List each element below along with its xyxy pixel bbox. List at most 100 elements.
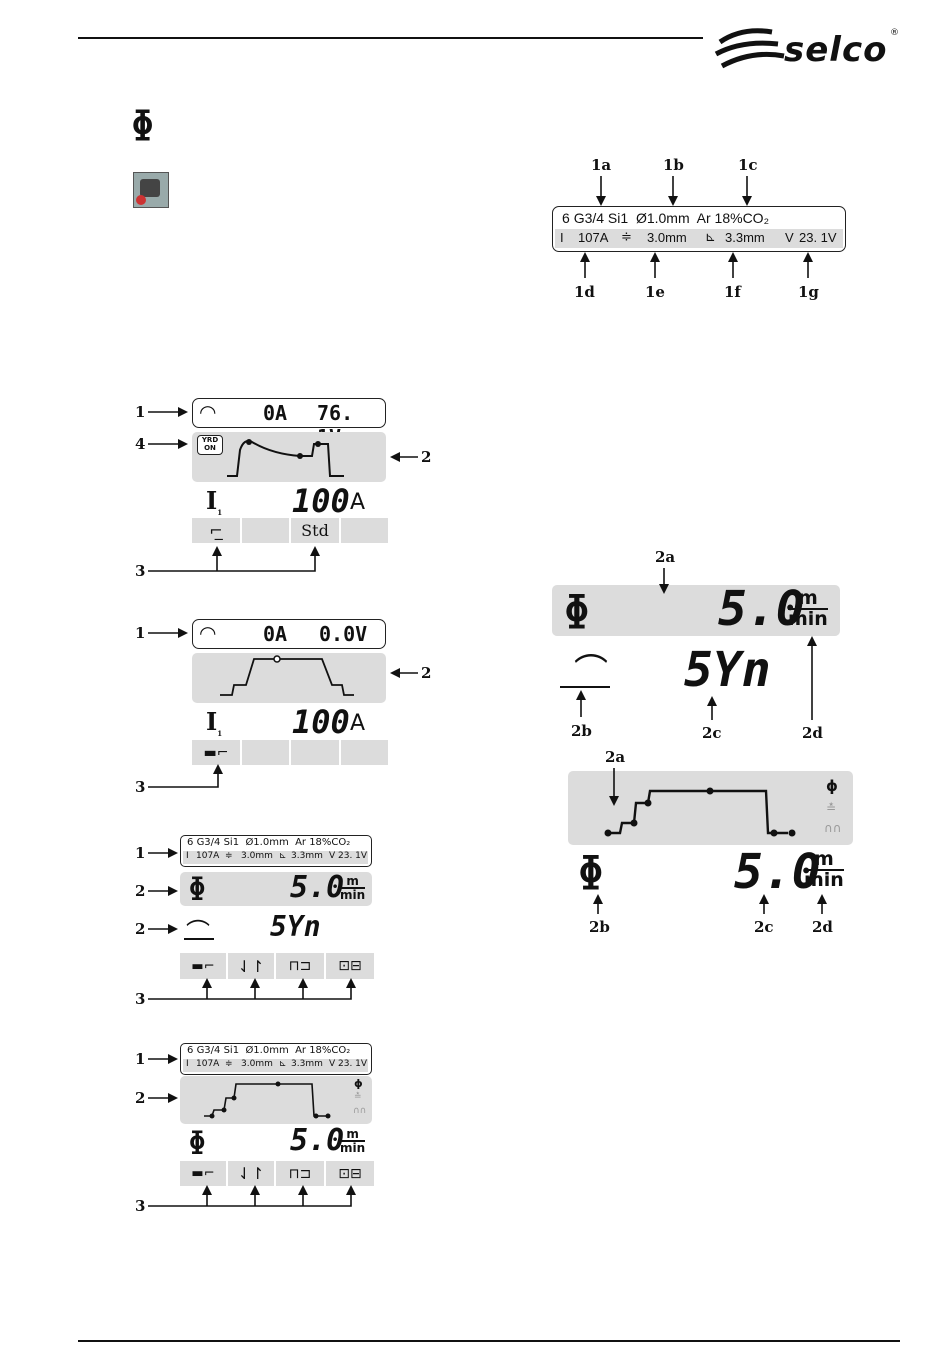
up-down-icon: ⇃↾ (237, 1164, 265, 1183)
program-icon: ⊓⊐ (288, 958, 312, 974)
welding-machine-icon (133, 172, 169, 208)
screen-b-waveform (220, 655, 354, 696)
screen-d-speed: 5.0 (290, 1123, 345, 1158)
softkey-torch[interactable]: ▬⌐ (180, 1161, 228, 1186)
softkey-updown[interactable]: ⇃↾ (228, 953, 276, 979)
screen-d-graph-panel: ɸ ≛ ∩∩ (180, 1076, 372, 1124)
yrd-on-text: ON (204, 444, 216, 452)
softkey-empty-2[interactable] (291, 740, 341, 765)
screen-b-value: 100 (292, 703, 350, 741)
screen-b-volts: 0.0V (319, 622, 368, 646)
current-label: I (186, 851, 189, 861)
brand-name: selco (784, 30, 888, 70)
current-label: I (186, 1059, 189, 1069)
softkey-setup[interactable]: ⊓⊐ (276, 1161, 326, 1186)
label-1: 1 (135, 624, 146, 642)
screen-a-status-bar: ◠ 0A 76. 1V (192, 398, 386, 449)
screen-a-i-label: I1 (206, 486, 223, 517)
label-1e: 1e (645, 283, 665, 301)
program-icon: ⊓⊐ (288, 1165, 312, 1182)
label-2b: 2b (571, 722, 592, 740)
screen-c-detail-bar: 6 G3/4 Si1 Ø1.0mm Ar 18%CO₂ I 107A ≑ 3.0… (180, 835, 372, 867)
wire-type: G3/4 Si1 (573, 210, 629, 226)
label-1a: 1a (591, 156, 612, 174)
voltage-value: 23. 1V (799, 230, 837, 245)
current-value: 107A (196, 851, 220, 861)
zoom-bottom-speed: 5.0 (734, 844, 821, 900)
yrd-text: YRD (201, 436, 219, 444)
screen-a-softkeys: ⌐̲ Std (192, 518, 388, 543)
header-rule (78, 37, 703, 39)
wire-type: G3/4 Si1 (196, 1045, 240, 1056)
label-2b: 2b (589, 918, 610, 936)
label-3: 3 (135, 1197, 146, 1215)
screen-a-value: 100 (292, 482, 350, 520)
fillet-value: 3.3mm (725, 230, 765, 245)
meter-icon: ◠ (199, 400, 217, 424)
label-2c: 2c (702, 724, 722, 742)
wire-diameter: Ø1.0mm (635, 210, 690, 226)
screen-b-graph-panel (192, 653, 386, 703)
label-1g: 1g (798, 283, 819, 301)
softkey-empty-1[interactable] (242, 740, 291, 765)
fillet-icon: ⊾ (279, 1059, 287, 1069)
softkey-memory[interactable]: ⊡⊟ (326, 1161, 374, 1186)
registered-mark: ® (890, 28, 899, 38)
label-2d: 2d (812, 918, 833, 936)
screen-c-mode-row: ⌒ 5Yn (180, 910, 372, 946)
fillet-value: 3.3mm (291, 1059, 323, 1069)
fillet-icon: ⊾ (705, 229, 716, 244)
screen-b-amps: 0A (263, 622, 288, 646)
label-4: 4 (135, 435, 146, 453)
screen-a-amps: 0A (263, 401, 288, 425)
voltage-label: V (329, 851, 336, 861)
gas-mix: Ar 18%CO₂ (295, 837, 351, 848)
wire-diameter: Ø1.0mm (245, 1045, 289, 1056)
label-2: 2 (135, 1089, 146, 1107)
label-2a: 2a (655, 548, 676, 566)
label-1c: 1c (738, 156, 758, 174)
screen-a-param-row: I1 100 A (192, 482, 386, 520)
wire-feed-icon: ɸ (133, 104, 153, 142)
screen-c-line-1: 6 G3/4 Si1 Ø1.0mm Ar 18%CO₂ (187, 837, 350, 848)
label-2d: 2d (802, 724, 823, 742)
wire-feed-icon: ɸ (566, 589, 588, 630)
softkey-torch[interactable]: ⌐̲ (192, 518, 242, 543)
screen-c-speed: 5.0 (290, 870, 345, 905)
softkey-std[interactable]: Std (291, 518, 341, 543)
zoom-bottom-graph-panel: ɸ ≛ ∩∩ (568, 771, 853, 845)
softkey-updown[interactable]: ⇃↾ (228, 1161, 276, 1186)
label-2c: 2c (754, 918, 774, 936)
current-label: I (560, 230, 564, 245)
voltage-label: V (329, 1059, 336, 1069)
softkey-torch[interactable]: ▬⌐ (192, 740, 242, 765)
program-number: 6 (562, 210, 570, 226)
softkey-empty-2[interactable] (341, 518, 388, 543)
softkey-empty-1[interactable] (242, 518, 291, 543)
wire-feed-mini-icon: ɸ (826, 777, 838, 795)
zoom-top-mode-row: ⌒ 5Yn (552, 640, 840, 700)
selco-logo: selco ® (712, 22, 902, 72)
softkey-memory[interactable]: ⊡⊟ (326, 953, 374, 979)
gas-mix: Ar 18%CO₂ (696, 210, 770, 226)
softkey-setup[interactable]: ⊓⊐ (276, 953, 326, 979)
arc-mini-icon: ∩∩ (824, 821, 842, 835)
screen-b-i-label: I1 (206, 707, 223, 738)
thickness-value: 3.0mm (241, 851, 273, 861)
program-number: 6 (187, 1045, 194, 1056)
amp-mini-icon: ≛ (826, 801, 837, 815)
up-down-icon: ⇃↾ (237, 956, 265, 976)
detail-display: 6 G3/4 Si1 Ø1.0mm Ar 18%CO₂ I 107A ≑ 3.0… (552, 206, 846, 252)
softkey-torch[interactable]: ▬⌐ (180, 953, 228, 979)
label-2: 2 (135, 920, 146, 938)
softkey-empty-3[interactable] (341, 740, 388, 765)
label-1: 1 (135, 403, 146, 421)
label-2: 2 (421, 664, 432, 682)
screen-b-softkeys: ▬⌐ (192, 740, 388, 765)
torch-height-icon: ⌒ (186, 918, 210, 946)
